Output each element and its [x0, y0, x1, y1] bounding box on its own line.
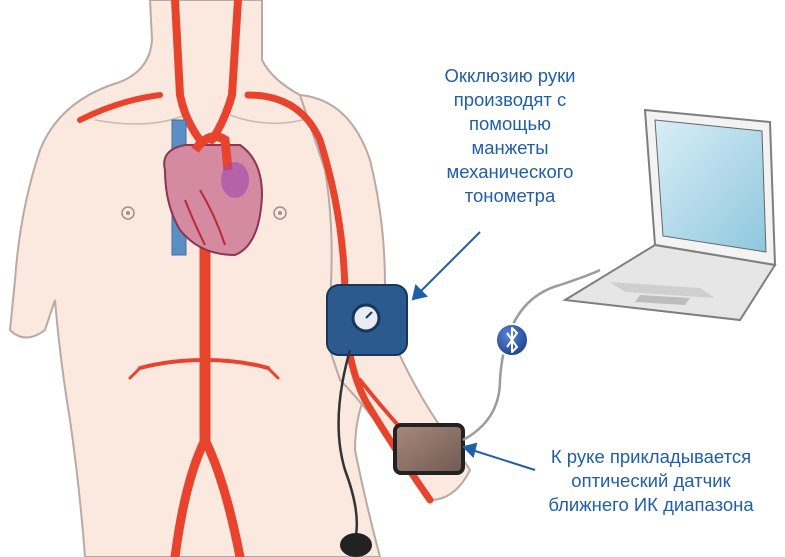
annotation-line: помощью [395, 112, 625, 136]
annotation-line: механического [395, 160, 625, 184]
annotation-line: Окклюзию руки [395, 64, 625, 88]
annotation-line: тонометра [395, 184, 625, 208]
arrow-to-cuff [420, 232, 480, 292]
annotation-line: производят с [395, 88, 625, 112]
bluetooth-icon [496, 324, 528, 356]
nir-sensor-icon [395, 425, 463, 473]
annotation-line: оптический датчик [520, 469, 782, 493]
inflation-bulb [340, 533, 372, 557]
sensor-annotation: К руке прикладывается оптический датчик … [520, 445, 782, 517]
annotation-line: манжеты [395, 136, 625, 160]
blood-pressure-cuff [327, 285, 407, 355]
annotation-line: ближнего ИК диапазона [520, 493, 782, 517]
annotation-line: К руке прикладывается [520, 445, 782, 469]
occlusion-annotation: Окклюзию руки производят с помощью манже… [395, 64, 625, 208]
